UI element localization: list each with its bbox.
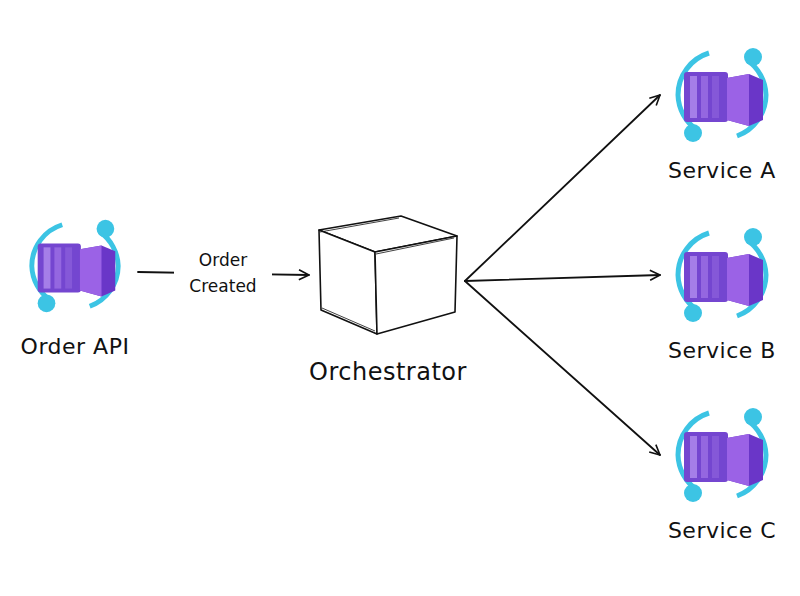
container-app-icon [666,220,778,330]
node-label: Service C [668,518,776,543]
service-node: Order API [16,212,134,359]
node-label: Orchestrator [309,358,467,386]
cube-icon [315,212,461,338]
service-node: Service A [666,40,778,183]
service-node: Service C [666,400,778,543]
container-app-icon [16,212,134,320]
node-label: Service A [668,158,776,183]
node-label: Service B [668,338,776,363]
arrow-connector [465,281,660,455]
arrow-connector [465,275,660,281]
container-app-icon [666,40,778,150]
edge-label: Order Created [174,248,272,299]
orchestrator-node: Orchestrator [309,212,467,386]
container-app-icon [666,400,778,510]
service-node: Service B [666,220,778,363]
node-label: Order API [21,334,130,359]
arrow-connector [465,95,660,281]
